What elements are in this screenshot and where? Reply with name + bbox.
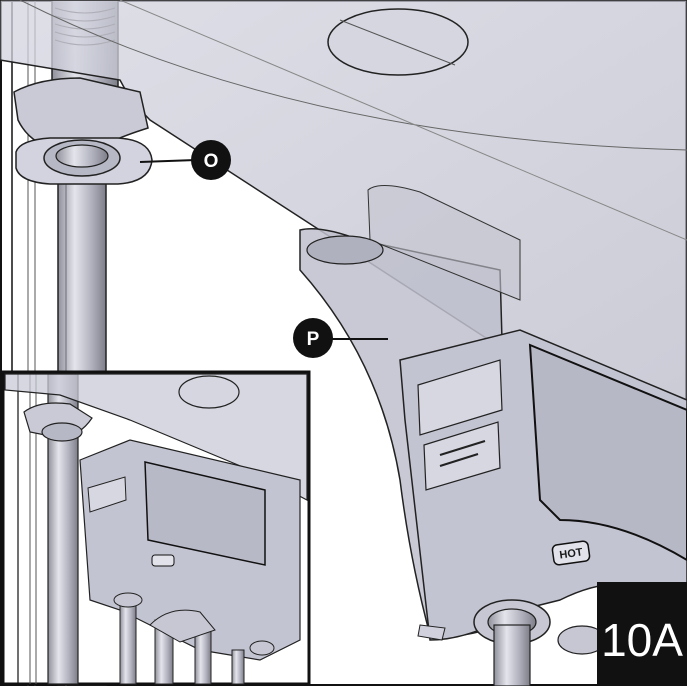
callout-p: P xyxy=(293,318,388,358)
heater-case: HOT xyxy=(399,329,687,686)
step-number: 10A xyxy=(601,614,683,666)
mount-bracket-o xyxy=(13,77,153,185)
callout-p-label: P xyxy=(307,329,320,350)
inset-view xyxy=(1,370,311,686)
callout-o-label: O xyxy=(204,151,219,172)
hot-tag-label: HOT xyxy=(559,546,584,561)
callout-o: O xyxy=(139,140,231,180)
step-badge: 10A xyxy=(597,582,687,686)
top-cap xyxy=(327,8,469,76)
